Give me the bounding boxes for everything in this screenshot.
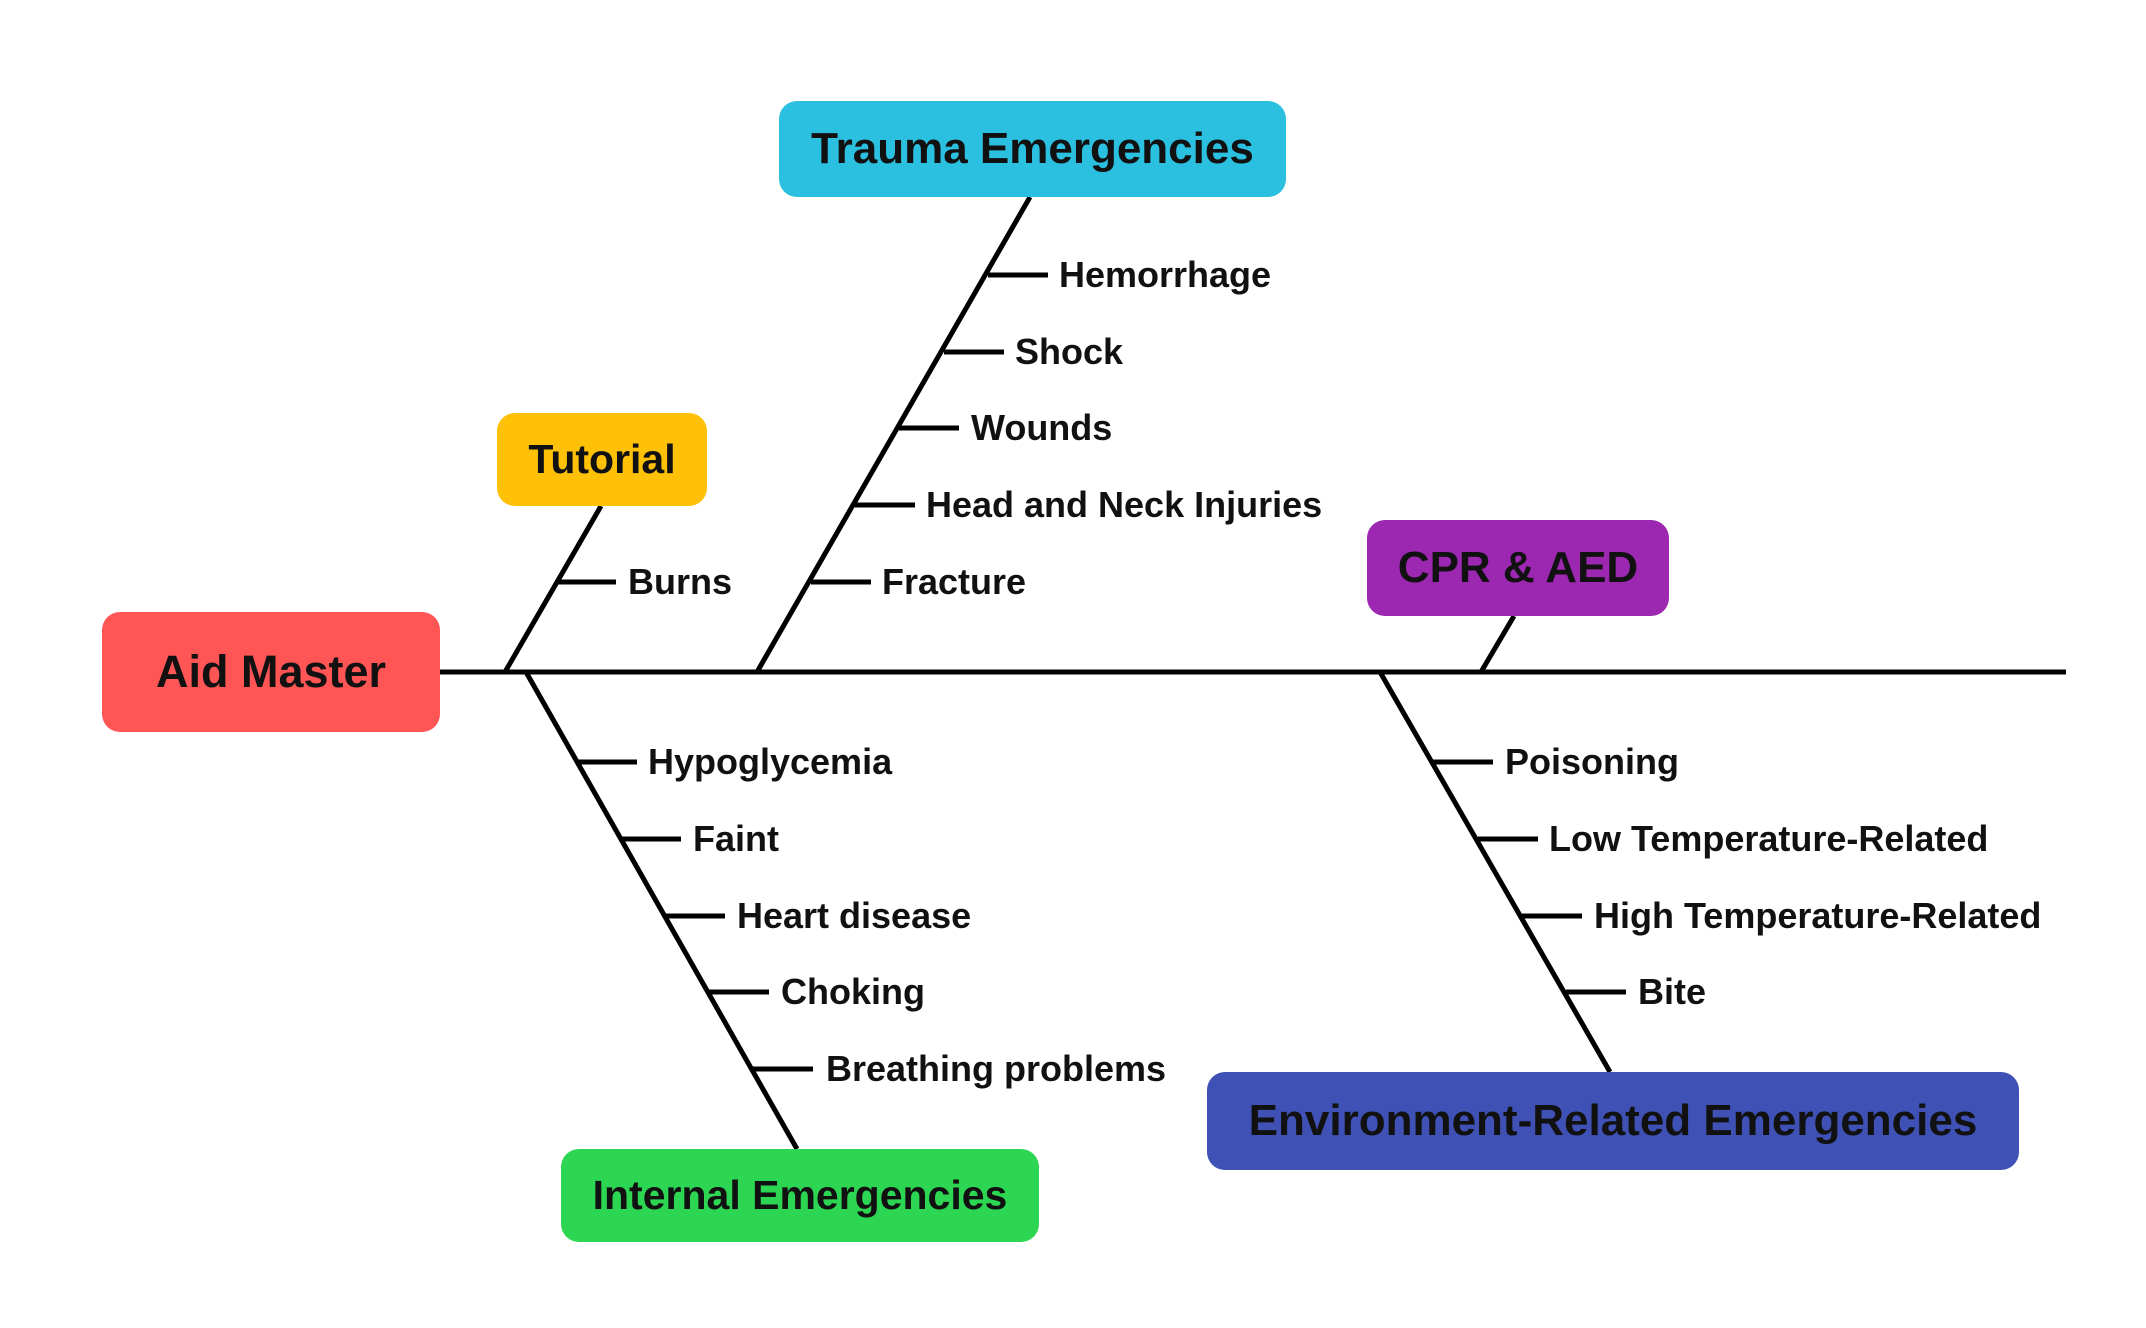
item-label-high-temp: High Temperature-Related	[1594, 895, 2042, 936]
environment-bone	[1377, 670, 1613, 1074]
category-box-tutorial: Tutorial	[497, 413, 707, 506]
item-label-low-temp: Low Temperature-Related	[1549, 818, 1989, 859]
item-label-head-neck: Head and Neck Injuries	[926, 484, 1323, 525]
item-label-breathing: Breathing problems	[826, 1048, 1167, 1089]
category-box-internal: Internal Emergencies	[561, 1149, 1039, 1242]
category-box-cpr: CPR & AED	[1367, 520, 1669, 616]
root-box: Aid Master	[102, 612, 440, 732]
item-label-burns: Burns	[628, 561, 733, 602]
item-label-fracture: Fracture	[882, 561, 1027, 602]
tutorial-bone	[502, 504, 604, 674]
category-box-environment: Environment-Related Emergencies	[1207, 1072, 2019, 1170]
item-label-wounds: Wounds	[971, 407, 1113, 448]
item-label-shock: Shock	[1015, 331, 1124, 372]
item-label-choking: Choking	[781, 971, 925, 1012]
item-label-poisoning: Poisoning	[1505, 741, 1679, 782]
item-label-bite: Bite	[1638, 971, 1707, 1012]
internal-bone	[523, 670, 800, 1151]
item-label-hemorrhage: Hemorrhage	[1059, 254, 1272, 295]
trauma-bone	[754, 195, 1033, 674]
item-label-hypoglycemia: Hypoglycemia	[648, 741, 893, 782]
category-box-trauma: Trauma Emergencies	[779, 101, 1286, 197]
item-label-faint: Faint	[693, 818, 779, 859]
cpr-bone	[1478, 614, 1517, 674]
item-label-heart-disease: Heart disease	[737, 895, 972, 936]
